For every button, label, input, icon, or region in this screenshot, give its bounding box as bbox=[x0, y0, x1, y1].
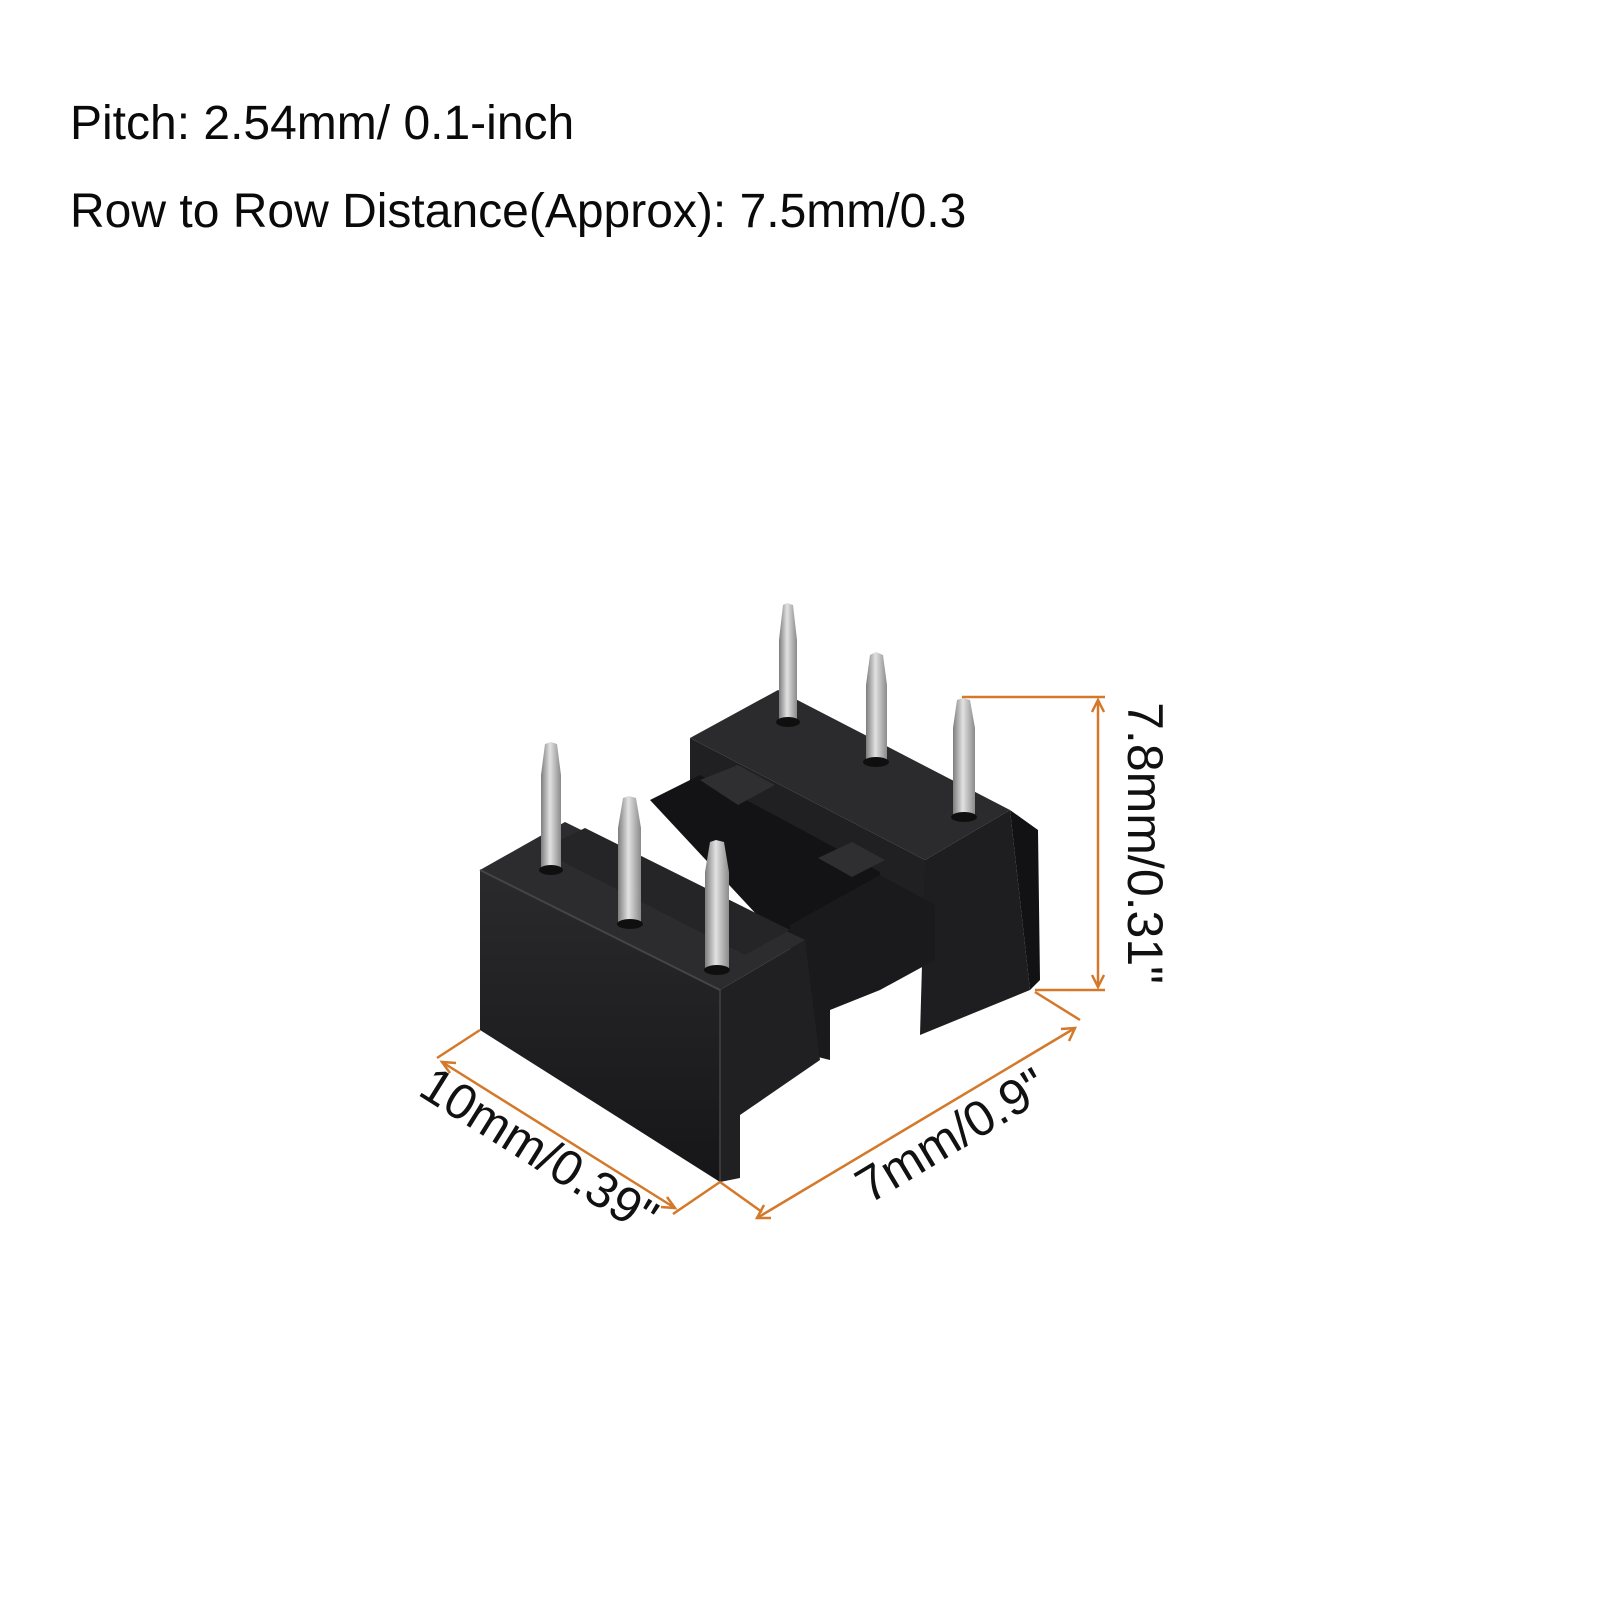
dimension-height-label: 7.8mm/0.31" bbox=[1117, 702, 1173, 984]
pin-back-3 bbox=[951, 698, 977, 822]
socket-right-edge-face bbox=[1010, 810, 1040, 990]
socket-center-post-front bbox=[818, 842, 885, 877]
socket-front-block-left-face bbox=[480, 870, 720, 1182]
socket-center-post-back bbox=[700, 765, 775, 805]
dimension-height bbox=[962, 695, 1106, 992]
socket-center-bridge bbox=[790, 875, 935, 1060]
dimension-width-label: 7mm/0.9" bbox=[846, 1057, 1057, 1214]
pin-back-2 bbox=[863, 652, 889, 767]
spec-pitch: Pitch: 2.54mm/ 0.1-inch bbox=[70, 97, 575, 150]
socket-right-front-face bbox=[920, 810, 1030, 1035]
pin-back-1 bbox=[776, 603, 800, 727]
dimension-width bbox=[719, 990, 1081, 1220]
spec-row-distance: Row to Row Distance(Approx): 7.5mm/0.3 bbox=[70, 185, 967, 238]
socket-front-block-right-face bbox=[720, 940, 820, 1182]
pin-front-3 bbox=[704, 840, 730, 975]
pin-front-1 bbox=[539, 742, 563, 875]
socket-back-block-top bbox=[690, 690, 1010, 860]
pin-front-2 bbox=[617, 796, 643, 929]
dimension-length bbox=[436, 1028, 721, 1216]
pins bbox=[539, 603, 977, 975]
